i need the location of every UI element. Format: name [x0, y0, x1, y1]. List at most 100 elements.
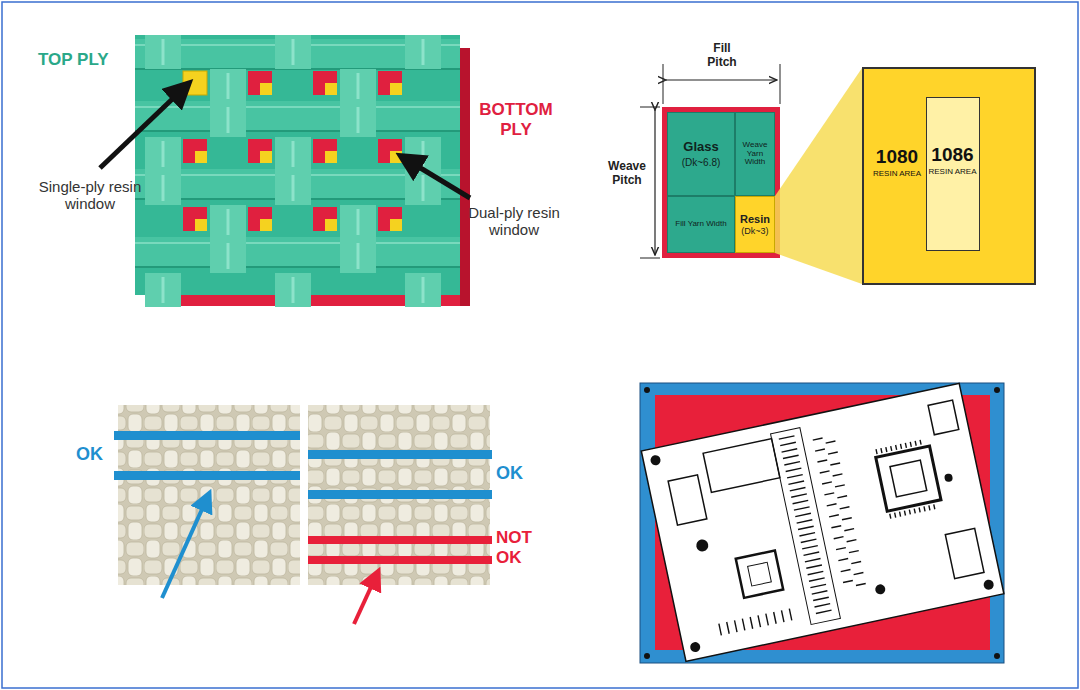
dual-ply-window — [313, 71, 337, 95]
drawn-stroke — [829, 515, 839, 517]
region-title: Weave Yarn Width — [736, 141, 774, 167]
drawn-stroke — [815, 604, 831, 607]
unit-cell-border — [662, 107, 780, 258]
dual-ply-window — [378, 207, 402, 231]
drawn-stroke — [786, 468, 802, 471]
weave-yarn-region: Weave Yarn Width — [735, 112, 775, 196]
warp-yarn — [405, 35, 441, 69]
drawn-stroke — [837, 496, 847, 498]
drawn-stroke — [750, 617, 752, 629]
drawn-stroke — [357, 243, 360, 269]
resin-area-zoom: 1080RESIN AREA1086RESIN AREA — [862, 67, 1036, 285]
drawn-stroke — [797, 520, 813, 523]
drawn-stroke — [827, 504, 837, 506]
ply-label: TOP PLY — [38, 50, 138, 70]
drawn-stroke — [779, 436, 795, 439]
drawn-stroke — [783, 455, 799, 458]
drawn-stroke — [835, 485, 845, 487]
drawn-stroke — [766, 614, 768, 626]
drawn-stroke — [758, 615, 760, 627]
drawn-stroke — [742, 619, 744, 631]
warp-yarn — [210, 205, 246, 239]
region-title: Glass — [683, 140, 718, 154]
resin-overlap — [260, 151, 272, 163]
drawn-stroke — [789, 609, 791, 621]
drawn-stroke — [924, 506, 925, 511]
drawn-stroke — [422, 277, 425, 303]
warp-yarn — [210, 69, 246, 103]
resin-overlap — [390, 83, 402, 95]
drawn-stroke — [919, 507, 920, 512]
warp-yarn — [340, 239, 376, 273]
drawn-stroke — [895, 513, 896, 518]
drawn-stroke — [881, 448, 882, 453]
drawn-stroke — [842, 518, 852, 520]
drawn-stroke — [793, 500, 809, 503]
warp-yarn — [340, 69, 376, 103]
drawn-stroke — [810, 584, 826, 587]
trace-ok — [308, 450, 492, 459]
warp-yarn — [210, 239, 246, 273]
drawn-stroke — [780, 442, 796, 445]
two-ply-weave — [135, 35, 470, 307]
drawn-stroke — [292, 39, 295, 65]
drawn-stroke — [896, 445, 897, 450]
drawn-stroke — [915, 441, 916, 446]
drawn-stroke — [357, 107, 360, 133]
drawn-stroke — [798, 526, 814, 529]
drawn-stroke — [843, 580, 853, 582]
drawn-stroke — [135, 130, 460, 132]
drawn-stroke — [227, 209, 230, 235]
drawn-stroke — [816, 610, 832, 613]
dual-ply-window — [378, 71, 402, 95]
drawn-stroke — [886, 447, 887, 452]
region-title: Resin — [740, 213, 770, 225]
drawn-stroke — [820, 471, 830, 473]
region-note: (Dk~3) — [741, 227, 768, 237]
warp-yarn — [405, 273, 441, 307]
resin-area-1086: 1086RESIN AREA — [926, 97, 980, 251]
drawn-stroke — [162, 141, 165, 167]
drawn-stroke — [834, 537, 844, 539]
fill-yarn — [135, 237, 460, 267]
drawn-stroke — [227, 243, 230, 269]
resin-overlap — [260, 219, 272, 231]
drawn-stroke — [808, 571, 824, 574]
drawn-stroke — [162, 39, 165, 65]
drawn-stroke — [905, 443, 906, 448]
warp-yarn — [275, 273, 311, 307]
drawn-stroke — [788, 481, 804, 484]
dual-ply-window — [313, 207, 337, 231]
drawn-stroke — [909, 510, 910, 515]
drawn-stroke — [854, 572, 864, 574]
verdict-label: NOT OK — [496, 528, 542, 567]
drawn-stroke — [162, 175, 165, 201]
text-column: 1086RESIN AREA — [928, 145, 977, 177]
dual-ply-window — [248, 207, 272, 231]
region-title: Fill Yarn Width — [675, 220, 726, 229]
warp-yarn — [145, 137, 181, 171]
drawn-stroke — [934, 504, 935, 509]
drawn-stroke — [719, 624, 721, 636]
dimension-label: Fill Pitch — [700, 42, 744, 70]
trace-ok — [114, 431, 300, 440]
warp-yarn — [145, 35, 181, 69]
verdict-label: OK — [496, 463, 530, 484]
warp-yarn — [145, 273, 181, 307]
drawn-stroke — [804, 552, 820, 555]
drawn-stroke — [910, 442, 911, 447]
drawn-stroke — [357, 209, 360, 235]
trace-not-ok — [308, 556, 492, 564]
warp-yarn — [275, 137, 311, 171]
region-title: 1080 — [868, 147, 926, 168]
warp-yarn — [340, 103, 376, 137]
dual-ply-window — [378, 139, 402, 163]
drawn-stroke — [836, 548, 846, 550]
drawn-stroke — [844, 529, 854, 531]
drawn-stroke — [831, 526, 841, 528]
drawn-stroke — [801, 539, 817, 542]
rotated-pcb-panel — [640, 383, 1004, 663]
region-note: (Dk~6.8) — [682, 157, 721, 168]
drawn-stroke — [292, 175, 295, 201]
